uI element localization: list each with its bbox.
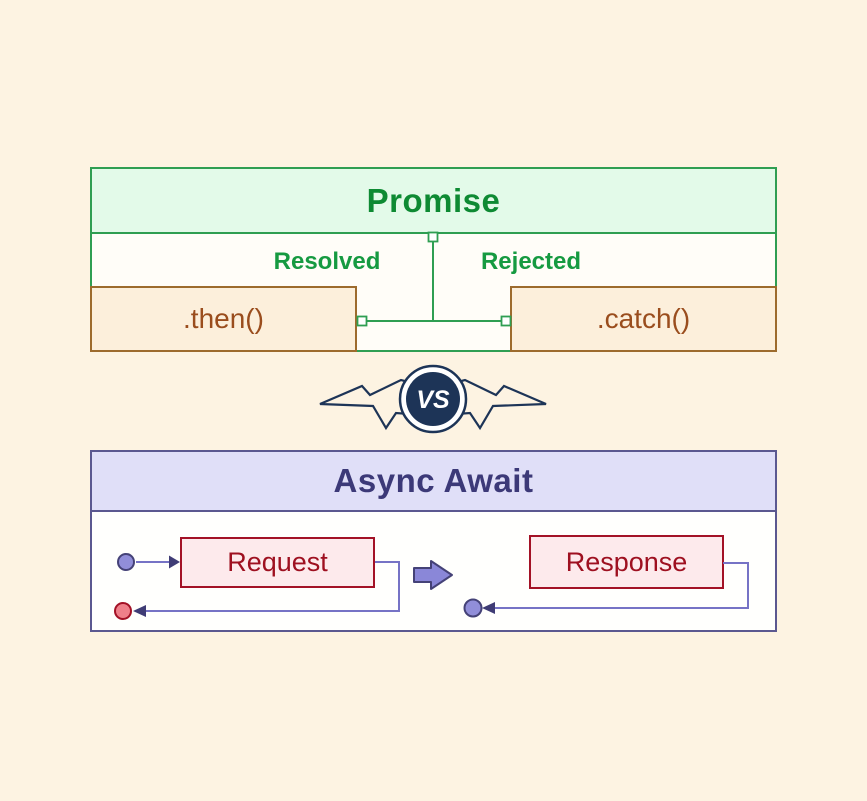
async-await-title: Async Await (333, 462, 534, 499)
promise-title: Promise (366, 181, 501, 219)
resolved-label: Resolved (273, 248, 381, 275)
response-box: Response (529, 535, 724, 589)
response-label: Response (565, 546, 688, 577)
vs-label: VS (416, 386, 450, 414)
lightning-left-icon (319, 378, 438, 431)
request-label: Request (227, 547, 328, 577)
rejected-label: Rejected (480, 248, 582, 275)
async-await-header: Async Await (92, 452, 775, 512)
catch-label: .catch() (596, 303, 691, 334)
lightning-right-icon (428, 378, 547, 431)
vs-circle-ring (398, 364, 468, 434)
promise-header: Promise (92, 169, 775, 234)
request-box: Request (180, 537, 375, 588)
vs-circle (406, 372, 460, 426)
then-label: .then() (183, 303, 264, 334)
then-box: .then() (90, 286, 357, 352)
vs-badge: VS (319, 364, 547, 434)
catch-box: .catch() (510, 286, 777, 352)
